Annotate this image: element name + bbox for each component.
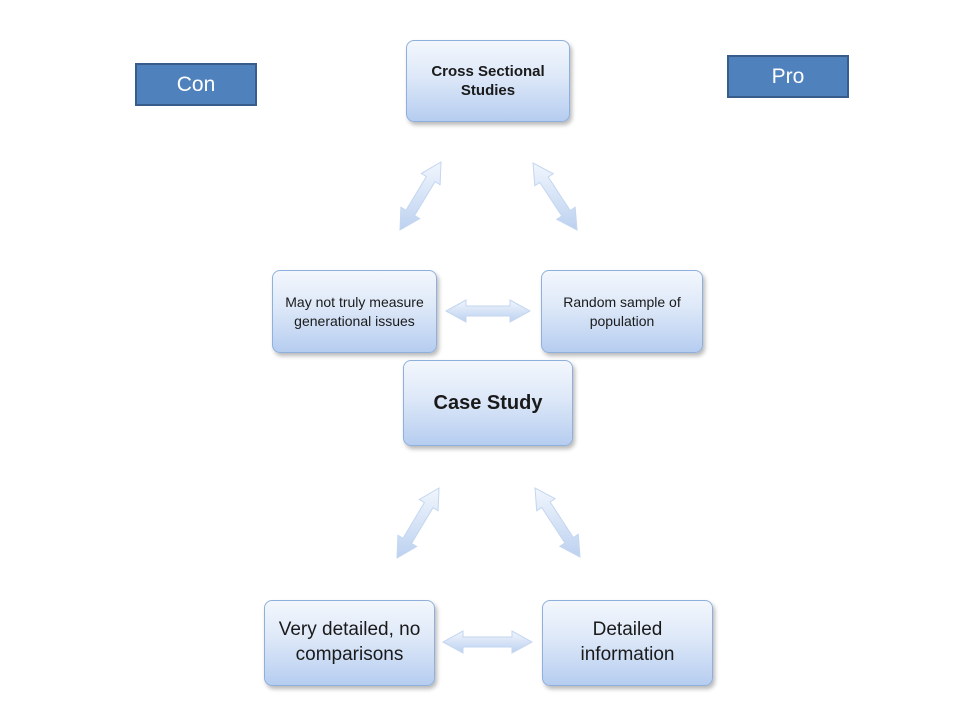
node-cross-sectional-studies: Cross Sectional Studies (406, 40, 570, 122)
node-detailed-information-text: Detailed information (580, 619, 675, 665)
con-label: Con (135, 63, 257, 106)
node-very-detailed-text: Very detailed, no comparisons (278, 619, 421, 665)
pro-label: Pro (727, 55, 849, 98)
arrow-bottom-left-diagonal (396, 487, 440, 559)
node-case-study: Case Study (403, 360, 573, 446)
node-case-study-text: Case Study (433, 392, 543, 414)
arrow-bottom-right-diagonal (534, 487, 581, 558)
node-random-sample-text: Random sample of population (563, 294, 681, 329)
node-random-sample: Random sample of population (541, 270, 703, 353)
arrow-bottom (441, 630, 534, 654)
node-cross-sectional-studies-text: Cross Sectional Studies (431, 62, 545, 100)
node-detailed-information: Detailed information (542, 600, 713, 686)
node-may-not-truly-measure-text: May not truly measure generational issue… (285, 294, 424, 329)
arrow-top-right (532, 162, 578, 231)
arrow-middle (444, 299, 532, 323)
node-very-detailed: Very detailed, no comparisons (264, 600, 435, 686)
arrow-top-left (399, 161, 442, 231)
node-may-not-truly-measure: May not truly measure generational issue… (272, 270, 437, 353)
